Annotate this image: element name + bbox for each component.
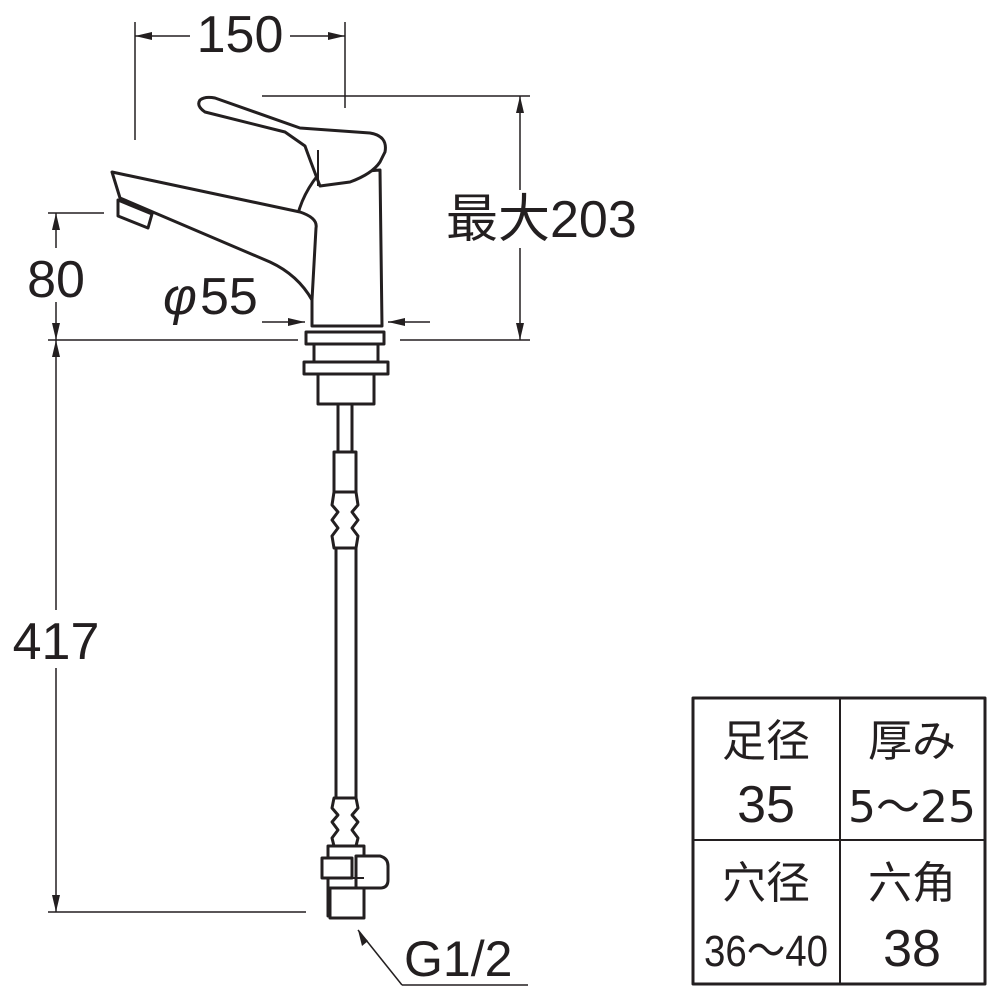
dim-spout-reach-label: 150 [197, 6, 284, 64]
spec-value-foot-diameter: 35 [737, 776, 795, 834]
spec-value-hole-diameter: 36～40 [704, 927, 828, 976]
flexible-hose [334, 546, 358, 800]
spec-label-hex: 六角 [868, 858, 956, 909]
dim-max-height: 最大203 [262, 95, 637, 341]
spec-label-thickness: 厚み [868, 716, 956, 767]
valve-side-port [354, 854, 390, 890]
washer [302, 360, 390, 376]
dim-spout-height: 80 [27, 212, 104, 340]
mount-body [316, 372, 376, 406]
spec-label-foot-diameter: 足径 [722, 716, 810, 767]
supply-pipe [336, 402, 354, 454]
spec-value-thickness: 5～25 [848, 782, 976, 833]
spec-table: 足径 35 厚み 5～25 穴径 36～40 六角 38 [691, 696, 987, 986]
spec-label-hole-diameter: 穴径 [722, 858, 810, 909]
dim-hose-length: 417 [13, 340, 306, 913]
dim-base-diameter: φ 55 [163, 268, 430, 326]
dim-max-height-label: 最大203 [446, 191, 637, 249]
dim-base-diameter-symbol: φ [163, 268, 197, 326]
base-collar [304, 330, 386, 346]
dim-base-diameter-label: 55 [200, 268, 258, 326]
valve-handle [320, 856, 354, 880]
dim-spout-height-label: 80 [27, 251, 85, 309]
hose-lower-crimp [330, 796, 360, 848]
connection-label: G1/2 [404, 931, 512, 987]
dim-spout-reach: 150 [134, 6, 346, 140]
valve-outlet [328, 886, 366, 920]
dim-hose-length-label: 417 [13, 613, 100, 671]
hose-upper-fitting [332, 450, 358, 494]
aerator [116, 198, 154, 230]
faucet [110, 95, 390, 920]
spec-value-hex: 38 [883, 920, 941, 978]
mount-nut [312, 342, 380, 364]
lever-handle [197, 95, 387, 188]
leader-connection: G1/2 [357, 929, 528, 987]
hose-upper-crimp [330, 490, 360, 550]
faucet-spout [110, 170, 318, 302]
